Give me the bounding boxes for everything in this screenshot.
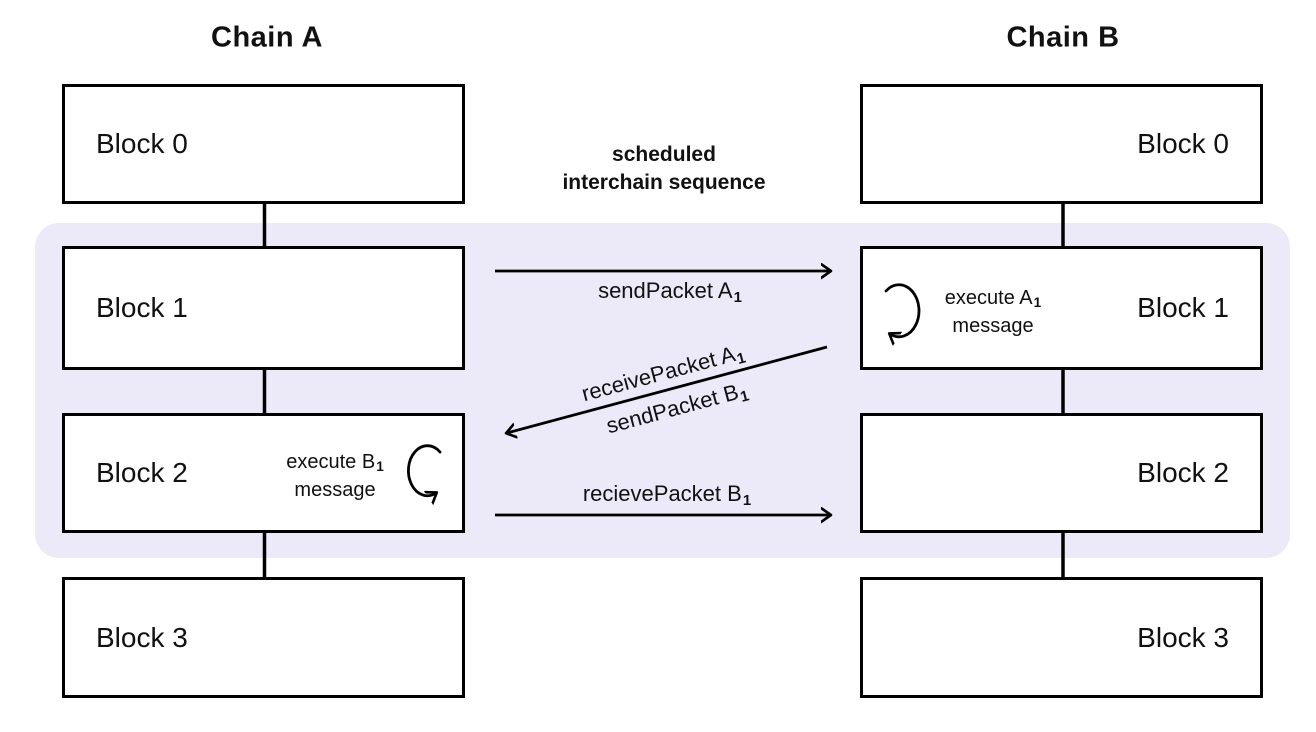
execute-b-label: execute B1 message (286, 451, 384, 501)
chain-b-block-3: Block 3 (860, 577, 1263, 698)
block-label: Block 3 (96, 621, 188, 653)
chain-b-block-1: Block 1 (860, 246, 1263, 370)
center-caption-line2: interchain sequence (562, 171, 766, 194)
chain-a-block-3: Block 3 (62, 577, 465, 698)
block-label: Block 3 (1137, 621, 1229, 653)
chain-b-block-0: Block 0 (860, 84, 1263, 204)
execute-a-label: execute A1 message (944, 287, 1042, 337)
chain-a-block-2: Block 2 (62, 413, 465, 533)
center-caption: scheduled interchain sequence (562, 141, 765, 197)
send-packet-a-label: sendPacket A1 (598, 278, 742, 306)
block-label: Block 1 (1137, 292, 1229, 323)
chain-b-block-2: Block 2 (860, 413, 1263, 533)
chain-b-title: Chain B (1006, 21, 1120, 54)
block-label: Block 2 (96, 457, 188, 488)
chain-a-title: Chain A (211, 21, 323, 54)
center-caption-line1: scheduled (612, 143, 716, 166)
receive-packet-b-label: recievePacket B1 (582, 481, 752, 509)
chain-a-block-1: Block 1 (62, 246, 465, 370)
block-label: Block 1 (96, 292, 188, 323)
block-label: Block 0 (96, 128, 188, 159)
block-label: Block 0 (1137, 128, 1229, 159)
block-label: Block 2 (1137, 457, 1229, 488)
chain-a-block-0: Block 0 (62, 84, 465, 204)
